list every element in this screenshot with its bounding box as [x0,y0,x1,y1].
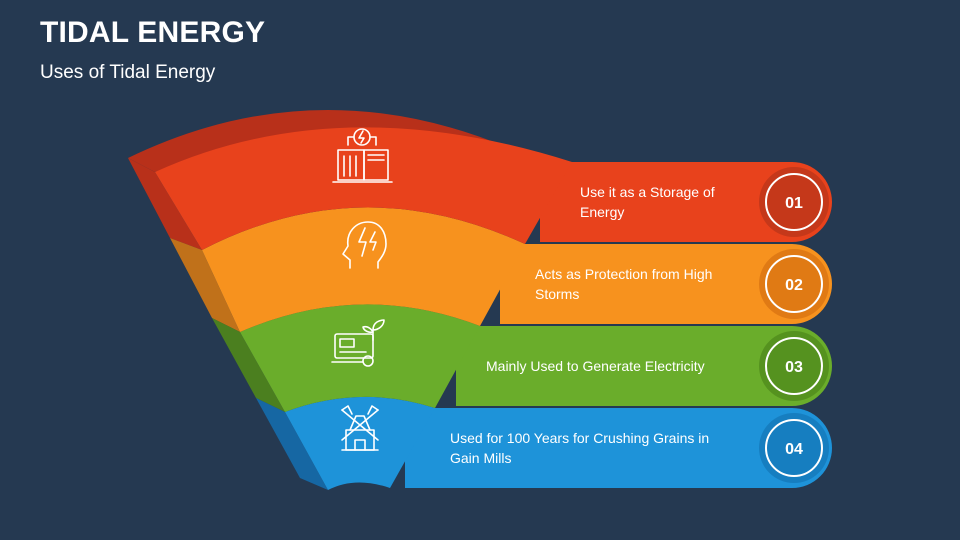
number-badge-03 [759,331,829,401]
funnel-side-04 [256,398,328,490]
page-subtitle: Uses of Tidal Energy [40,62,216,83]
funnel-side-02 [170,238,240,332]
number-03: 03 [785,359,803,376]
funnel-side-03 [212,318,285,412]
page-title: TIDAL ENERGY [40,16,266,49]
generator-icon [331,319,385,367]
number-badge-01 [759,167,829,237]
band-bar-03 [456,326,832,406]
number-badge-02 [759,249,829,319]
item-text-02: Acts as Protection from High Storms [535,266,713,302]
band-bar-02 [500,244,832,324]
bar-02 [500,244,832,324]
bar-01 [540,162,832,242]
item-text-03: Mainly Used to Generate Electricity [486,358,705,374]
number-02: 02 [785,277,803,294]
band-bar-01 [540,162,832,242]
bar-04 [405,408,832,488]
number-04: 04 [785,441,803,458]
funnel-top-rim [128,109,560,172]
funnel-band-01 [155,127,572,250]
number-01: 01 [785,195,803,212]
bar-03 [456,326,832,406]
band-bar-04 [405,408,832,488]
funnel-band-02 [202,207,525,332]
storage-icon [332,128,393,183]
item-text-01: Use it as a Storage of Energy [580,184,715,220]
item-text-04: Used for 100 Years for Crushing Grains i… [450,430,710,466]
number-badge-04 [759,413,829,483]
funnel-band-04 [285,396,435,490]
windmill-icon [341,405,379,451]
head-lightning-icon [342,221,387,269]
funnel-side-01 [128,158,202,250]
